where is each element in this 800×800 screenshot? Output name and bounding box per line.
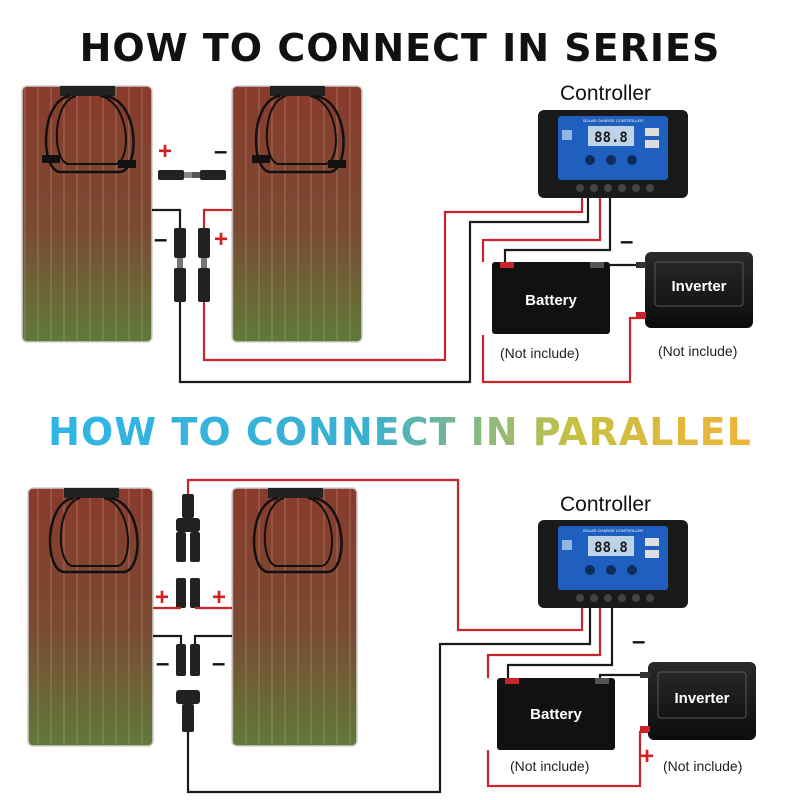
series-battery-label: Battery — [525, 292, 577, 309]
series-inverter-label: Inverter — [671, 278, 727, 295]
parallel-plus-sign-right: + — [212, 584, 227, 611]
solar-panel-series-1 — [21, 85, 153, 343]
controller-header-parallel: SOLAR CHARGE CONTROLLER — [583, 528, 643, 533]
charge-controller-parallel: 88.8 SOLAR CHARGE CONTROLLER — [538, 520, 688, 608]
series-title: HOW TO CONNECT IN SERIES — [79, 26, 721, 70]
series-inverter-note: (Not include) — [658, 343, 738, 359]
battery-series — [492, 262, 610, 334]
mc4-connector-series-left — [174, 228, 186, 302]
series-plus-sign-mid: + — [214, 226, 229, 253]
charge-controller-series: 88.8 SOLAR CHARGE CONTROLLER — [538, 110, 688, 198]
mc4-connector-pair-series-top — [158, 170, 226, 180]
solar-panel-parallel-2 — [231, 487, 358, 747]
inverter-parallel — [640, 662, 756, 740]
parallel-minus-sign-inverter: – — [632, 628, 646, 655]
solar-panel-parallel-1 — [27, 487, 154, 747]
mc4-connector-series-right — [198, 228, 210, 302]
series-minus-sign-inverter: – — [620, 228, 634, 255]
controller-header: SOLAR CHARGE CONTROLLER — [583, 118, 643, 123]
parallel-title-part2: IN PARALLEL — [470, 410, 752, 454]
parallel-minus-sign-right: – — [212, 650, 226, 677]
parallel-title: HOW TO CONNECT IN PARALLEL — [0, 410, 800, 454]
parallel-inverter-label: Inverter — [674, 690, 730, 707]
series-minus-sign-mid: – — [154, 226, 168, 253]
solar-panel-series-2 — [231, 85, 363, 343]
parallel-battery-note: (Not include) — [510, 758, 590, 774]
series-wires — [152, 196, 645, 384]
parallel-inverter-note: (Not include) — [663, 758, 743, 774]
series-minus-sign-top: – — [214, 138, 228, 165]
series-plus-sign-top: + — [158, 138, 173, 165]
series-controller-label: Controller — [560, 82, 652, 105]
battery-parallel — [497, 678, 615, 750]
inverter-series — [636, 252, 753, 328]
parallel-battery-label: Battery — [530, 706, 582, 723]
parallel-minus-sign-left: – — [156, 650, 170, 677]
controller-digits-parallel: 88.8 — [594, 540, 628, 556]
controller-digits: 88.8 — [594, 130, 628, 146]
parallel-controller-label: Controller — [560, 493, 652, 516]
y-branch-connector-positive — [176, 494, 200, 608]
y-branch-connector-negative — [176, 644, 200, 732]
series-battery-note: (Not include) — [500, 345, 580, 361]
parallel-title-part1: HOW TO CONNECT — [48, 410, 471, 454]
parallel-plus-sign-inverter: + — [640, 743, 655, 770]
parallel-plus-sign-left: + — [155, 584, 170, 611]
